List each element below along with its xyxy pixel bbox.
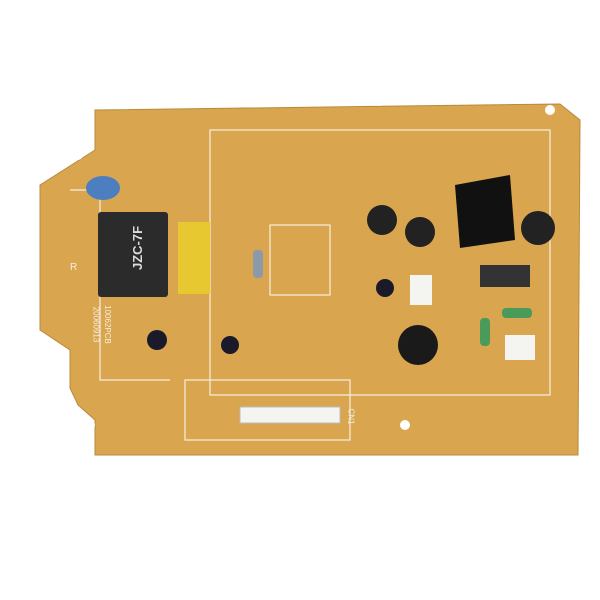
relay [98,212,168,297]
electrolytic-capacitor [405,217,435,247]
electrolytic-capacitor [367,205,397,235]
connector [410,275,432,305]
transistor [221,336,239,354]
pcb-code: 10062PCB [102,305,112,344]
heatsink [455,175,515,248]
connector [505,335,535,360]
transistor [147,330,167,350]
buzzer [398,325,438,365]
transistor [376,279,394,297]
connector-label: CN1 [346,408,356,425]
connector-cn1 [239,406,341,424]
relay-model-label: JZC-7F [130,225,145,270]
pcb-board [39,103,581,456]
electrolytic-capacitor [521,211,555,245]
registered-mark: R [70,262,78,273]
disc-capacitor [86,176,120,200]
yellow-capacitor [178,222,210,294]
date-code: 20060913 [91,306,101,343]
